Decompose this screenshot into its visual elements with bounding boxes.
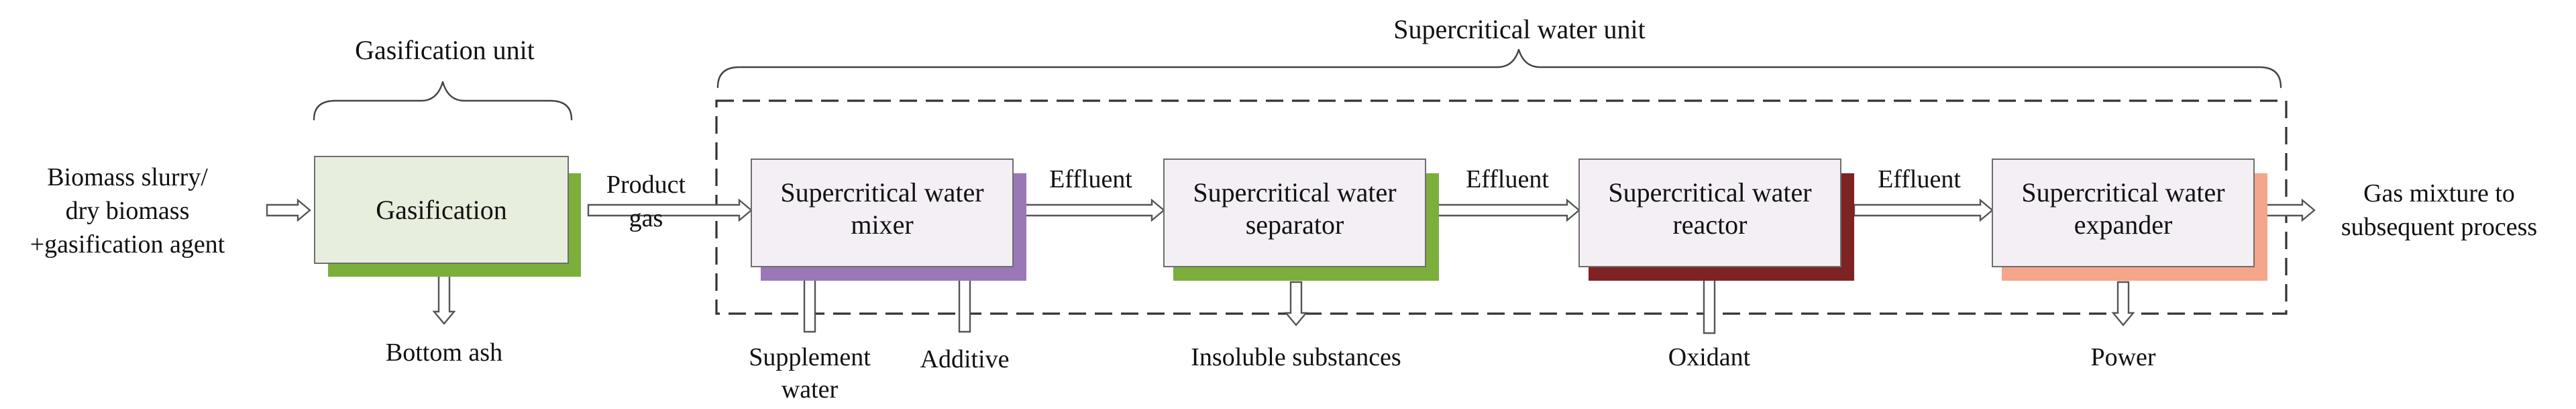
- separator-box-body: [1163, 158, 1426, 267]
- insoluble-label: Insoluble substances: [1191, 343, 1401, 371]
- oxidant-label: Oxidant: [1668, 343, 1751, 371]
- gasification-box: Gasification: [314, 156, 581, 277]
- gasification-unit-brace: [313, 81, 573, 121]
- supercritical-unit-title: Supercritical water unit: [1393, 14, 1645, 44]
- input-label-line3: +gasification agent: [30, 230, 225, 259]
- gasification-box-body: [314, 156, 569, 264]
- reactor-box-body: [1578, 158, 1841, 267]
- product-gas-label-line2: gas: [629, 204, 663, 232]
- mixer-box-body: [751, 158, 1014, 267]
- output-label-line2: subsequent process: [2341, 213, 2537, 241]
- reactor-label-line1: Supercritical water: [1608, 177, 1811, 208]
- effluent-arrow-2: [1436, 198, 1580, 222]
- effluent-label-3: Effluent: [1878, 165, 1961, 193]
- effluent-label-1: Effluent: [1049, 165, 1132, 193]
- effluent-arrow-3: [1853, 198, 1994, 222]
- mixer-label-line2: mixer: [851, 210, 913, 240]
- separator-box: Supercritical water separator: [1163, 158, 1439, 281]
- reactor-box: Supercritical water reactor: [1578, 158, 1854, 281]
- output-arrow: [2265, 198, 2316, 222]
- supercritical-unit-brace: [716, 48, 2282, 89]
- bottom-ash-arrow: [432, 274, 456, 325]
- expander-label-line1: Supercritical water: [2021, 177, 2224, 208]
- expander-label-line2: expander: [2074, 210, 2173, 240]
- effluent-label-2: Effluent: [1466, 165, 1549, 193]
- input-label-line1: Biomass slurry/: [47, 163, 208, 191]
- effluent-arrow-1: [1023, 198, 1165, 222]
- gasification-unit-title: Gasification unit: [355, 35, 535, 65]
- input-arrow: [266, 198, 311, 222]
- product-gas-label-line1: Product: [606, 171, 686, 199]
- bottom-ash-label: Bottom ash: [386, 338, 502, 367]
- separator-label-line2: separator: [1246, 210, 1344, 240]
- supplement-water-label-line2: water: [782, 375, 839, 404]
- mixer-label-line1: Supercritical water: [780, 177, 983, 208]
- power-arrow: [2111, 281, 2135, 326]
- output-label-line1: Gas mixture to: [2363, 179, 2515, 208]
- mixer-box: Supercritical water mixer: [751, 158, 1026, 281]
- power-label: Power: [2090, 343, 2155, 371]
- reactor-label-line2: reactor: [1672, 210, 1747, 240]
- input-label-line2: dry biomass: [66, 197, 190, 225]
- product-gas-arrow: [587, 198, 753, 222]
- insoluble-arrow: [1284, 281, 1308, 326]
- expander-box-body: [1992, 158, 2255, 267]
- separator-label-line1: Supercritical water: [1193, 177, 1396, 208]
- expander-box: Supercritical water expander: [1992, 158, 2267, 281]
- additive-label: Additive: [920, 345, 1010, 373]
- gasification-label: Gasification: [376, 195, 507, 225]
- supplement-water-label-line1: Supplement: [749, 343, 871, 371]
